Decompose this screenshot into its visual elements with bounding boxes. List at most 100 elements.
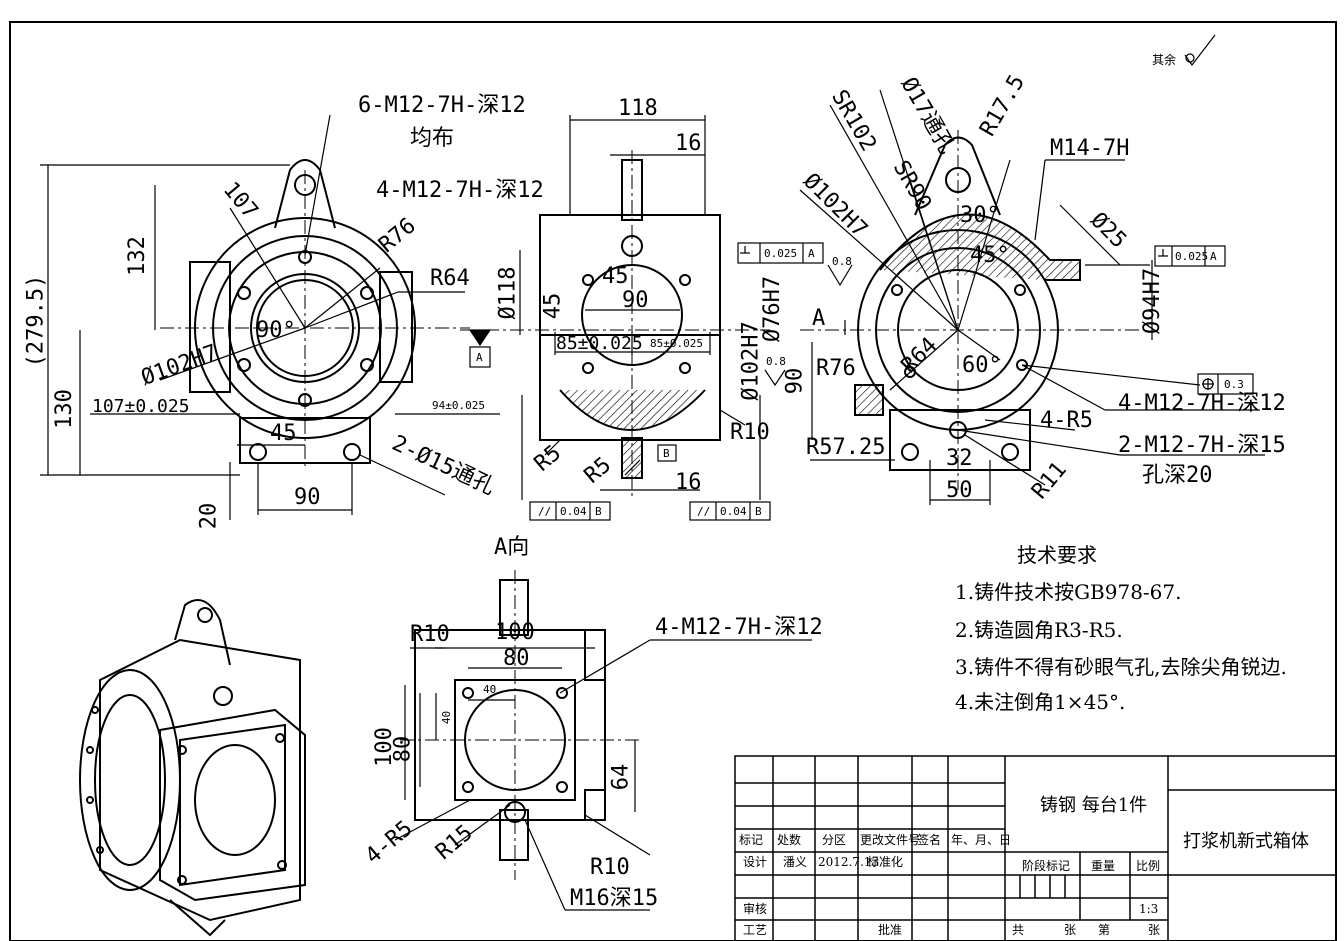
front-dim-132: 132 bbox=[124, 236, 150, 276]
a-dim-40: 40 bbox=[483, 683, 497, 696]
requirement-item: 2.铸造圆角R3-R5. bbox=[955, 618, 1123, 642]
front-dim-2795: (279.5) bbox=[23, 274, 49, 368]
right-dim-r5725: R57.25 bbox=[806, 435, 886, 460]
right-dim-4r5: 4-R5 bbox=[1040, 408, 1093, 433]
right-rough: 0.8 bbox=[832, 255, 852, 268]
tb-material: 铸钢 每台1件 bbox=[1040, 795, 1148, 816]
a-view-label: A向 bbox=[494, 535, 530, 560]
right-dim-m14: M14-7H bbox=[1050, 136, 1130, 161]
tb-standard: 标准化 bbox=[867, 855, 904, 869]
a-dim-m16: M16深15 bbox=[570, 886, 659, 911]
front-datum-a: A bbox=[476, 351, 483, 364]
right-dim-r76: R76 bbox=[816, 356, 856, 381]
tb-h-date: 年、月、日 bbox=[951, 833, 1012, 847]
a-view-centerlines bbox=[400, 570, 640, 880]
side-dim-45a: 45 bbox=[602, 264, 629, 289]
a-dim-80v: 80 bbox=[390, 735, 416, 763]
right-thread1: 4-M12-7H-深12 bbox=[1118, 391, 1286, 416]
side-dim-85b: 85±0.025 bbox=[650, 337, 703, 350]
front-dim-20: 20 bbox=[196, 502, 222, 530]
tb-design: 设计 bbox=[743, 855, 768, 869]
front-dim-90deg: 90° bbox=[256, 318, 296, 343]
right-thread2-sub: 孔深20 bbox=[1142, 463, 1213, 488]
side-perp-ref: A bbox=[808, 247, 815, 260]
side-par2: 0.04 bbox=[720, 505, 747, 518]
isometric-view bbox=[79, 599, 306, 937]
side-view bbox=[539, 159, 721, 479]
a-view-dims bbox=[394, 639, 812, 911]
tb-review: 审核 bbox=[743, 902, 768, 916]
side-dim-d118: Ø118 bbox=[495, 266, 521, 320]
a-dim-100top: 100 bbox=[495, 620, 535, 645]
tb-design-date: 2012.7.13 bbox=[818, 855, 880, 869]
tb-process: 工艺 bbox=[743, 923, 768, 937]
side-perp-tol: 0.025 bbox=[764, 247, 798, 260]
a-dim-r10b: R10 bbox=[590, 855, 630, 880]
requirement-item: 4.未注倒角1×45°. bbox=[955, 690, 1126, 714]
right-dim-d76: Ø76H7 bbox=[760, 275, 786, 343]
a-dim-40v: 40 bbox=[440, 710, 454, 725]
a-dim-80: 80 bbox=[503, 646, 530, 671]
right-dim-60: 60° bbox=[962, 353, 1002, 378]
side-dim-r10: R10 bbox=[730, 420, 770, 445]
right-dim-50: 50 bbox=[946, 478, 973, 503]
tb-sheet-b: 张 bbox=[1148, 923, 1161, 937]
a-thread-note: 4-M12-7H-深12 bbox=[655, 615, 823, 640]
tb-scale-label: 比例 bbox=[1136, 859, 1161, 873]
tb-part-name: 打浆机新式箱体 bbox=[1183, 831, 1309, 852]
side-dim-118: 118 bbox=[618, 96, 658, 121]
right-perp-tol: 0.025 bbox=[1175, 250, 1209, 263]
right-dim-32: 32 bbox=[946, 446, 973, 471]
side-dim-85a: 85±0.025 bbox=[556, 333, 643, 354]
right-dim-30: 30° bbox=[960, 203, 1000, 228]
tb-h-count: 处数 bbox=[777, 833, 802, 847]
front-dim-107tol: 107±0.025 bbox=[92, 396, 190, 417]
tb-h-doc: 更改文件号 bbox=[860, 833, 921, 847]
requirement-item: 1.铸件技术按GB978-67. bbox=[955, 580, 1182, 604]
right-dim-90: 90 bbox=[782, 367, 808, 395]
side-view-dims bbox=[519, 115, 853, 521]
sheet-border bbox=[9, 21, 1337, 941]
right-dim-d94: Ø94H7 bbox=[1140, 267, 1166, 335]
front-dim-r64: R64 bbox=[430, 266, 470, 291]
surface-note-text: 其余 bbox=[1152, 53, 1177, 67]
right-perp-ref: A bbox=[1210, 250, 1217, 263]
requirement-item: 3.铸件不得有砂眼气孔,去除尖角锐边. bbox=[955, 655, 1287, 679]
tb-page: 第 bbox=[1098, 923, 1111, 937]
front-thread-sub: 均布 bbox=[410, 126, 455, 151]
front-view-centerlines bbox=[160, 170, 470, 470]
front-view-dims bbox=[40, 114, 500, 520]
tb-h-mark: 标记 bbox=[739, 833, 764, 847]
side-par1-ref: B bbox=[595, 505, 602, 518]
side-dim-16bot: 16 bbox=[675, 470, 702, 495]
a-dim-r10: R10 bbox=[410, 622, 450, 647]
tb-approve: 批准 bbox=[878, 923, 903, 937]
tb-total: 共 bbox=[1012, 923, 1025, 937]
tb-h-zone: 分区 bbox=[822, 833, 847, 847]
right-dim-45deg: 45° bbox=[970, 243, 1010, 268]
front-thread-note: 6-M12-7H-深12 bbox=[358, 93, 526, 118]
tb-weight: 重量 bbox=[1091, 859, 1116, 873]
side-view-centerlines bbox=[460, 150, 770, 500]
tb-scale: 1:3 bbox=[1139, 902, 1159, 916]
side-par2-ref: B bbox=[755, 505, 762, 518]
tb-h-sign: 签名 bbox=[917, 833, 942, 847]
front-dim-94tol: 94±0.025 bbox=[432, 399, 485, 412]
front-view bbox=[189, 159, 416, 464]
tb-stage: 阶段标记 bbox=[1022, 859, 1071, 873]
side-dim-45b: 45 bbox=[540, 292, 566, 320]
side-thread-note: 4-M12-7H-深12 bbox=[376, 178, 544, 203]
side-dim-16top: 16 bbox=[675, 131, 702, 156]
right-dim-a: A bbox=[812, 306, 826, 331]
a-dim-64: 64 bbox=[608, 763, 634, 791]
side-dim-90: 90 bbox=[622, 288, 649, 313]
side-rough: 0.8 bbox=[766, 355, 786, 368]
right-thread2: 2-M12-7H-深15 bbox=[1118, 433, 1286, 458]
title-block-grid bbox=[734, 755, 1337, 941]
side-datum-b: B bbox=[663, 447, 670, 460]
right-view-dims bbox=[799, 34, 1265, 505]
requirements-title: 技术要求 bbox=[1017, 543, 1097, 567]
right-pos-tol: 0.3 bbox=[1224, 378, 1244, 391]
